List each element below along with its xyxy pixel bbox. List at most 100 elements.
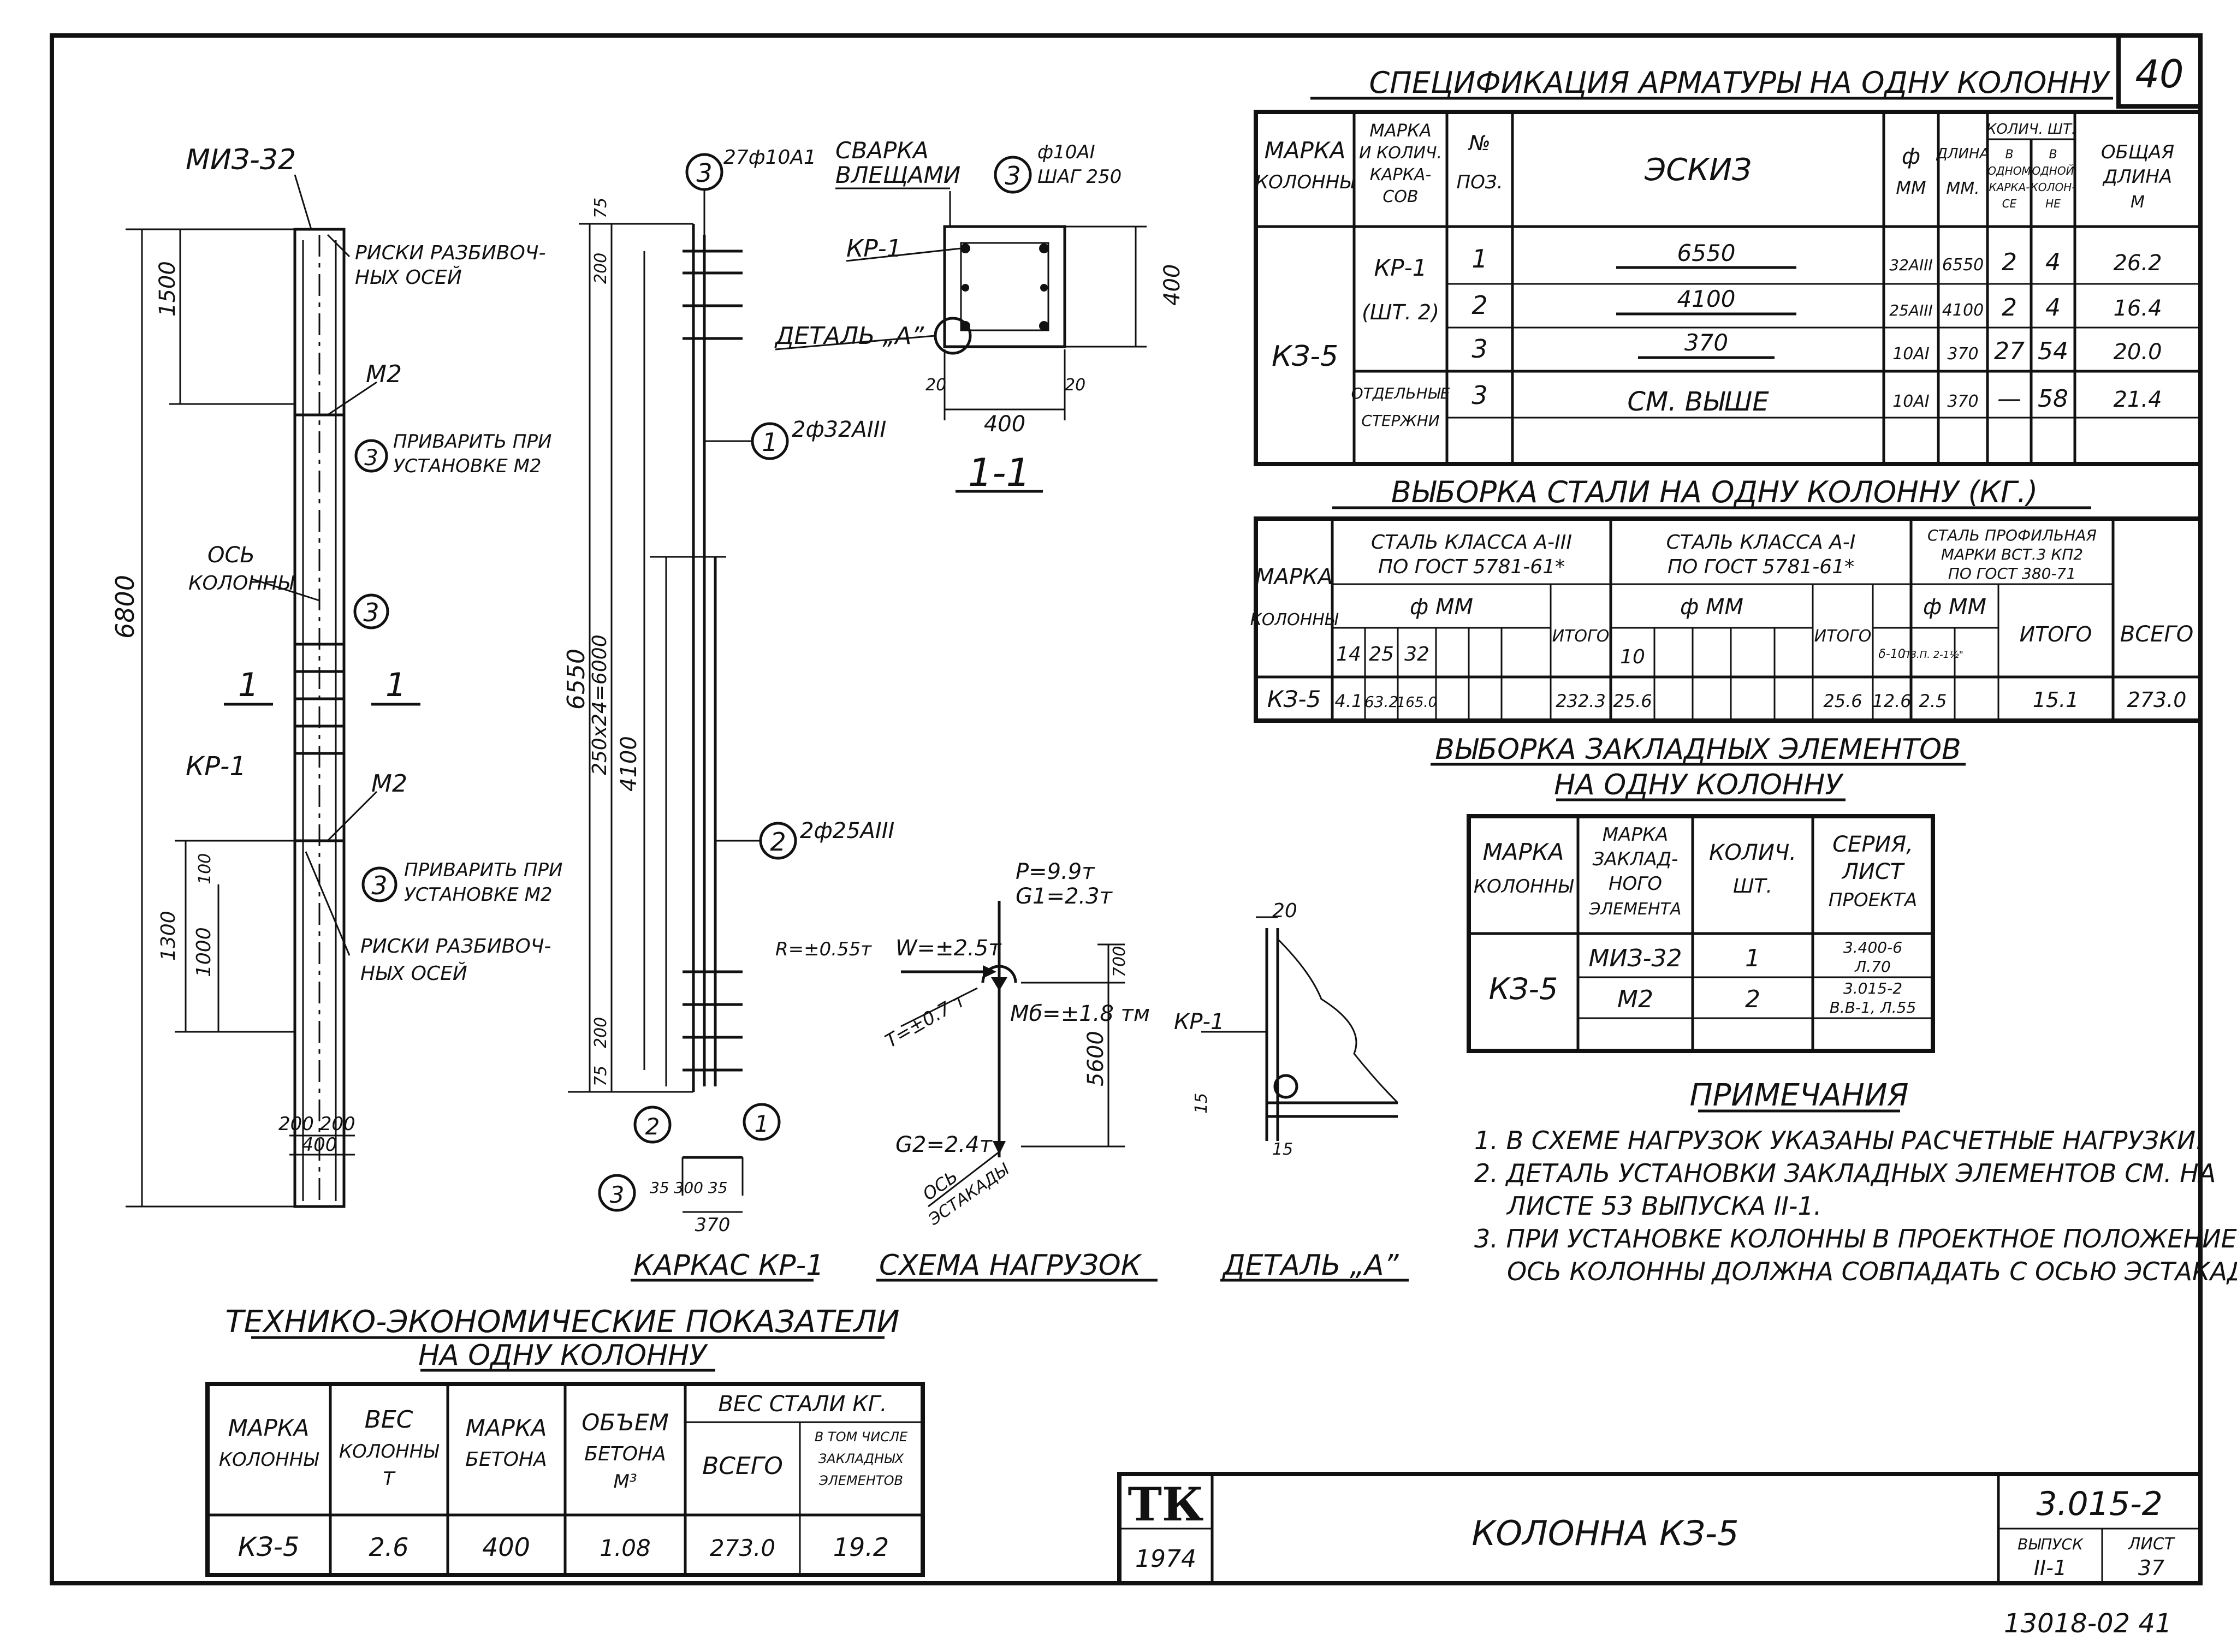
tech-r-mark: КЗ-5	[238, 1532, 300, 1562]
spec-cage-kr1-1: КР-1	[1374, 254, 1427, 281]
cage-dim-6550: 6550	[562, 649, 590, 710]
embed-h-series-3: ПРОЕКТА	[1829, 889, 1917, 911]
spec-r3-dia: 10АI	[1892, 344, 1930, 364]
spec-h-dia-1: ф	[1902, 144, 1920, 169]
tech-r-weight: 2.6	[369, 1532, 408, 1562]
cage-section-dims: 35 300 35	[650, 1179, 728, 1197]
load-r: R=±0.55т	[775, 938, 872, 960]
steel-title: ВЫБОРКА СТАЛИ НА ОДНУ КОЛОННУ (КГ.)	[1391, 475, 2038, 509]
steel-r-14: 4.1	[1335, 691, 1363, 711]
spec-h-total-3: М	[2131, 193, 2145, 212]
spec-h-len-1: ДЛИНА	[1936, 146, 1990, 162]
steel-h-phi-2: ф ММ	[1680, 595, 1743, 620]
embed-r2-series-1: 3.015-2	[1843, 979, 1902, 997]
load-g1: G1=2.3т	[1016, 884, 1113, 909]
tech-r-volume: 1.08	[600, 1535, 651, 1561]
tech-h-mark-2: КОЛОННЫ	[219, 1449, 319, 1471]
load-dim-5600: 5600	[1083, 1031, 1108, 1086]
spec-h-total-2: ДЛИНА	[2102, 166, 2172, 188]
section-mark-left: 1	[238, 666, 259, 704]
section-dim-400-h: 400	[984, 412, 1025, 437]
steel-r-it3: 15.1	[2033, 688, 2079, 712]
steel-h-plate: δ-10	[1878, 647, 1905, 661]
rebar-dot	[1039, 321, 1049, 331]
steel-h-mark-1: МАРКА	[1255, 564, 1333, 590]
detail-a: 20 КР-1 15 15 ДЕТАЛЬ „А”	[1174, 900, 1409, 1282]
spec-h-total-1: ОБЩАЯ	[2101, 141, 2174, 163]
spec-cage-kr1-2: (ШТ. 2)	[1362, 300, 1439, 324]
cage-top-bar: 27ф10А1	[723, 146, 816, 169]
section-dim-400-v: 400	[1160, 264, 1185, 306]
steel-table: ВЫБОРКА СТАЛИ НА ОДНУ КОЛОННУ (КГ.) МАРК…	[1250, 475, 2203, 723]
section-1-1: 3 СВАРКА ВЛЕЩАМИ ф10АI ШАГ 250 КР-1 ДЕТА…	[774, 137, 1185, 495]
dim-400-bottom: 400	[302, 1134, 337, 1156]
bar-pos-3: 3	[364, 445, 378, 471]
tech-title-1: ТЕХНИКО-ЭКОНОМИЧЕСКИЕ ПОКАЗАТЕЛИ	[225, 1304, 899, 1340]
column-outline	[293, 228, 346, 1208]
spec-r4-len: 370	[1947, 392, 1978, 411]
notes-title: ПРИМЕЧАНИЯ	[1689, 1078, 1908, 1113]
note-line-2: 2. ДЕТАЛЬ УСТАНОВКИ ЗАКЛАДНЫХ ЭЛЕМЕНТОВ …	[1474, 1158, 2216, 1188]
steel-h-g3-2: МАРКИ ВСТ.3 КП2	[1941, 545, 2083, 563]
spec-r4-cage: —	[1997, 385, 2021, 413]
m2-bottom-label: М2	[371, 770, 407, 798]
steel-h-g3-1: СТАЛЬ ПРОФИЛЬНАЯ	[1927, 526, 2097, 544]
cage-bar-1-label: 2ф32АIII	[792, 417, 886, 442]
embed-r2-el: М2	[1617, 985, 1653, 1013]
steel-r-total: 273.0	[2127, 688, 2187, 712]
stamp-title: КОЛОННА КЗ-5	[1471, 1513, 1738, 1553]
spec-r3-cage: 27	[1994, 337, 2025, 365]
cage-bar-2-label: 2ф25АIII	[800, 818, 894, 843]
column-elevation: 3 3 3 МИЗ-32 РИСКИ РАЗБИВОЧ- НЫХ ОСЕЙ 15…	[110, 144, 562, 1208]
spec-r2-sketch: 4100	[1677, 286, 1736, 312]
stamp-logo: ТК	[1128, 1477, 1204, 1531]
stamp-issue-label: ВЫПУСК	[2018, 1535, 2084, 1553]
spec-r3-total: 20.0	[2113, 340, 2162, 365]
section-outline	[943, 225, 1066, 348]
dim-200-200: 200 200	[278, 1113, 355, 1135]
steel-r-25: 63.2	[1364, 693, 1398, 711]
spec-r2-len: 4100	[1942, 301, 1984, 320]
section-detail: ДЕТАЛЬ „А”	[774, 322, 924, 350]
section-title: 1-1	[968, 450, 1030, 495]
section-bar3-2: ШАГ 250	[1037, 166, 1122, 188]
rebar-dot	[962, 284, 969, 292]
stamp-sheet: 37	[2138, 1556, 2164, 1580]
spec-h-mark-2: КОЛОННЫ	[1255, 171, 1356, 193]
spec-r1-dia: 32АIII	[1889, 256, 1933, 274]
bar-pos-3: 3	[696, 158, 712, 188]
spec-r2-col: 4	[2045, 294, 2061, 322]
bar-pos-3: 3	[363, 598, 379, 627]
steel-r-it2: 25.6	[1823, 691, 1862, 711]
detail-dim-15-b: 15	[1272, 1140, 1293, 1159]
spec-r3-sketch: 370	[1684, 329, 1728, 356]
section-mark-right: 1	[385, 666, 406, 704]
tech-h-weight-3: Т	[383, 1468, 396, 1490]
spec-h-qty-cage-3: КАРКА-	[1989, 181, 2030, 194]
risk-top-label-2: НЫХ ОСЕЙ	[355, 266, 462, 289]
spec-r3-col: 54	[2038, 337, 2068, 365]
steel-r-mark: КЗ-5	[1267, 686, 1321, 712]
steel-h-g1-1: СТАЛЬ КЛАССА А-III	[1371, 531, 1572, 554]
weld-top-label-2: УСТАНОВКЕ М2	[393, 455, 542, 477]
embed-r1-series-2: Л.70	[1854, 958, 1891, 976]
steel-h-g2-2: ПО ГОСТ 5781-61*	[1668, 556, 1854, 578]
steel-h-g2-1: СТАЛЬ КЛАССА А-I	[1666, 531, 1856, 554]
embed-h-el-1: МАРКА	[1603, 824, 1669, 846]
embed-title-2: НА ОДНУ КОЛОННУ	[1554, 769, 1844, 801]
cage-dim-200-bot: 200	[591, 1017, 610, 1048]
spec-separate-2: СТЕРЖНИ	[1361, 412, 1439, 430]
embed-h-col-2: КОЛОННЫ	[1474, 876, 1574, 898]
weld-top-label-1: ПРИВАРИТЬ ПРИ	[393, 431, 551, 453]
rebar-dot	[960, 243, 970, 253]
cage-kr1: 3 1 2 27ф10А1 75 200 2ф32АIII 2ф25АIII 6…	[562, 146, 894, 1282]
embed-title-1: ВЫБОРКА ЗАКЛАДНЫХ ЭЛЕМЕНТОВ	[1435, 733, 1961, 766]
load-scheme: P=9.9т G1=2.3т R=±0.55т W=±2.5т T=±0.7 т…	[775, 859, 1158, 1282]
spec-r1-cage: 2	[2002, 248, 2017, 276]
load-t: T=±0.7 т	[882, 989, 970, 1052]
cage-dim-step: 250х24=6000	[589, 634, 611, 775]
spec-h-cage-1: МАРКА	[1369, 120, 1431, 141]
spec-h-pos-2: ПОЗ.	[1457, 171, 1503, 193]
note-line-3: ЛИСТЕ 53 ВЫПУСКА II-1.	[1506, 1191, 1821, 1221]
